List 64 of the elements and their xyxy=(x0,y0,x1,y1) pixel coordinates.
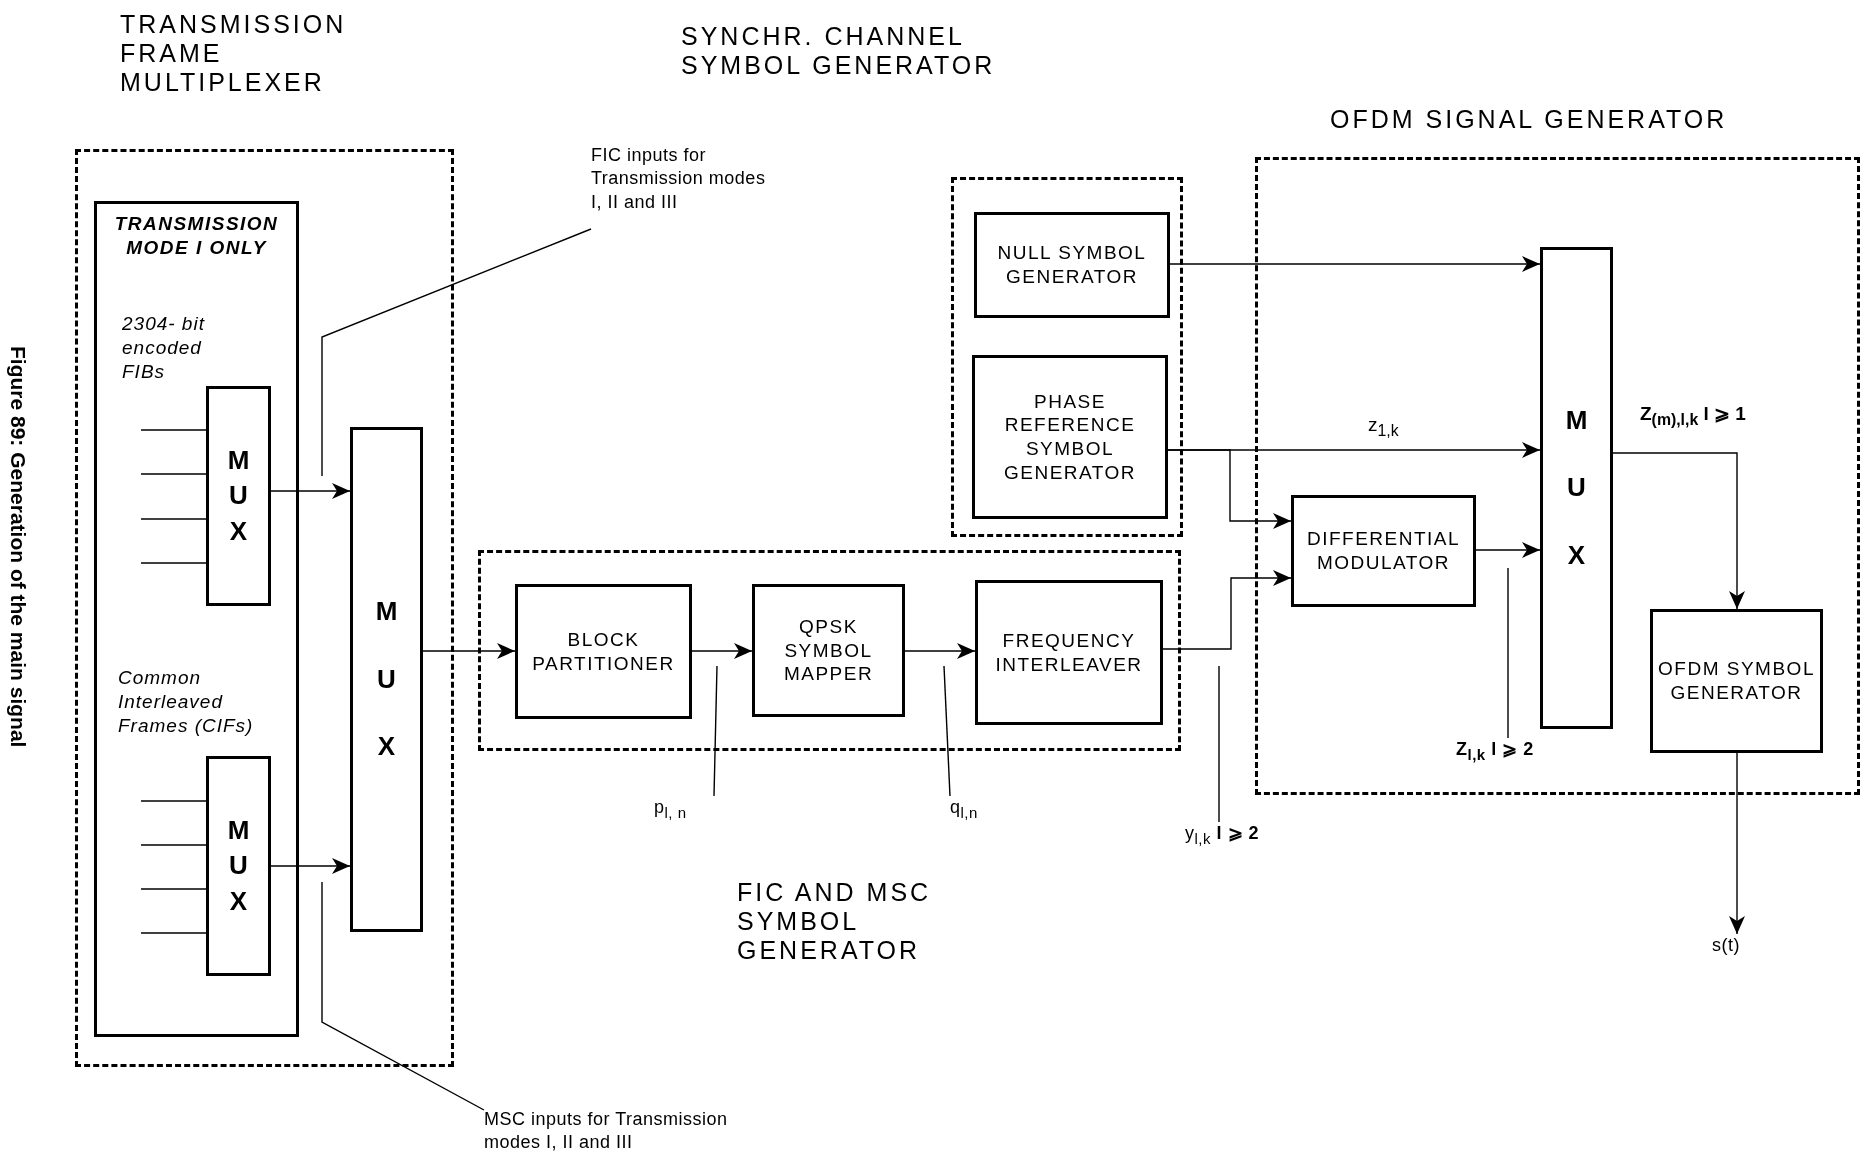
box-label: FREQUENCY INTERLEAVER xyxy=(994,628,1144,677)
group-title: SYNCHR. CHANNEL SYMBOL GENERATOR xyxy=(681,22,997,80)
multiplexer-box xyxy=(1540,247,1613,729)
group-box xyxy=(94,201,299,1037)
signal-label: p$_{l, n}$ xyxy=(654,796,688,823)
box-label: DIFFERENTIAL MODULATOR xyxy=(1305,527,1462,575)
box-label: M U X xyxy=(226,444,251,548)
input-label: 2304- bit encoded FIBs xyxy=(122,312,206,385)
group-title: TRANSMISSION FRAME MULTIPLEXER xyxy=(120,10,348,97)
figure-caption: Figure 89: Generation of the main signal xyxy=(6,346,30,748)
arrow xyxy=(1729,752,1745,935)
process-box xyxy=(972,355,1168,519)
process-box xyxy=(974,212,1170,318)
signal-label: y$_{l,k}$ l ⩾ 2 xyxy=(1185,822,1261,849)
output-signal-label: s(t) xyxy=(1712,934,1741,957)
process-box xyxy=(1650,609,1823,753)
input-line xyxy=(140,800,207,802)
input-label: Common Interleaved Frames (CIFs) xyxy=(118,666,255,739)
input-line xyxy=(140,562,207,564)
input-line xyxy=(140,473,207,475)
multiplexer-box xyxy=(206,386,271,606)
multiplexer-box xyxy=(350,427,423,932)
process-box xyxy=(1291,495,1476,607)
signal-label: q$_{l,n}$ xyxy=(950,796,979,823)
input-line xyxy=(140,518,207,520)
arrow xyxy=(1162,570,1292,650)
note-text: MSC inputs for Transmission modes I, II and III xyxy=(484,1108,729,1155)
box-label: PHASE REFERENCE SYMBOL GENERATOR xyxy=(1002,389,1138,485)
arrow xyxy=(1167,449,1292,529)
leader-line xyxy=(1507,567,1509,739)
arrow xyxy=(270,483,351,499)
box-label: M U X xyxy=(374,595,399,764)
process-box xyxy=(752,584,905,717)
box-label: M U X xyxy=(1564,403,1589,572)
multiplexer-box xyxy=(206,756,271,976)
process-box xyxy=(975,580,1163,725)
leader-line xyxy=(321,881,485,1111)
signal-label: Z$_{l,k}$ l ⩾ 2 xyxy=(1456,738,1535,765)
box-label: QPSK SYMBOL MAPPER xyxy=(782,614,875,687)
box-label: BLOCK PARTITIONER xyxy=(531,627,676,676)
input-line xyxy=(140,888,207,890)
arrow xyxy=(422,643,516,659)
arrow xyxy=(904,643,976,659)
group-title: TRANSMISSION MODE I ONLY xyxy=(113,212,280,260)
box-label: NULL SYMBOL GENERATOR xyxy=(996,241,1148,289)
input-line xyxy=(140,429,207,431)
box-label: M U X xyxy=(226,814,251,918)
leader-line xyxy=(713,665,718,797)
arrow xyxy=(691,643,753,659)
dashed-frame xyxy=(478,550,1181,751)
group-title: OFDM SIGNAL GENERATOR xyxy=(1330,105,1729,134)
arrow xyxy=(1169,256,1541,272)
arrow xyxy=(270,858,351,874)
leader-line xyxy=(1218,665,1220,823)
arrow xyxy=(1612,452,1745,610)
process-box xyxy=(515,584,692,719)
input-line xyxy=(140,932,207,934)
box-label: OFDM SYMBOL GENERATOR xyxy=(1657,657,1816,705)
leader-line xyxy=(321,228,592,477)
arrow xyxy=(1475,542,1541,558)
section-title: FIC AND MSC SYMBOL GENERATOR xyxy=(737,878,933,965)
note-text: FIC inputs for Transmission modes I, II and III xyxy=(591,144,767,214)
leader-line xyxy=(943,665,951,797)
input-line xyxy=(140,844,207,846)
